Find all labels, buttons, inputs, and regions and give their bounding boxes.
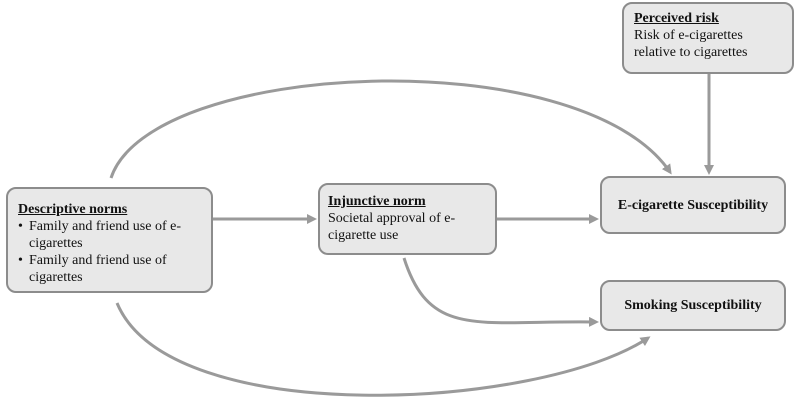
descriptive-item-2-line-1: Family and friend use of bbox=[29, 253, 167, 268]
ecigarette-susceptibility-label: E-cigarette Susceptibility bbox=[617, 197, 769, 213]
injunctive-norm-title: Injunctive norm bbox=[328, 194, 426, 209]
descriptive-item-2-line-2: cigarettes bbox=[29, 270, 83, 285]
list-item: • Family and friend use of cigarettes bbox=[18, 252, 203, 286]
perceived-risk-box: Perceived risk Risk of e-cigarettes rela… bbox=[622, 2, 794, 74]
edge-descriptive-to-ecig-arc bbox=[109, 79, 672, 179]
injunctive-norm-line-2: cigarette use bbox=[328, 228, 399, 243]
edge-injunctive-to-smoking bbox=[402, 257, 599, 327]
descriptive-norms-box: Descriptive norms • Family and friend us… bbox=[6, 187, 213, 293]
bullet-icon: • bbox=[18, 253, 23, 268]
injunctive-norm-line-1: Societal approval of e- bbox=[328, 211, 456, 226]
injunctive-norm-box: Injunctive norm Societal approval of e- … bbox=[318, 183, 497, 255]
ecigarette-susceptibility-box: E-cigarette Susceptibility bbox=[600, 176, 786, 234]
smoking-susceptibility-box: Smoking Susceptibility bbox=[600, 280, 786, 331]
descriptive-item-1-line-1: Family and friend use of e- bbox=[29, 219, 182, 234]
descriptive-norms-list: • Family and friend use of e- cigarettes… bbox=[18, 218, 203, 286]
descriptive-item-1-line-2: cigarettes bbox=[29, 236, 83, 251]
list-item: • Family and friend use of e- cigarettes bbox=[18, 218, 203, 252]
bullet-icon: • bbox=[18, 219, 23, 234]
smoking-susceptibility-label: Smoking Susceptibility bbox=[624, 298, 762, 313]
perceived-risk-title: Perceived risk bbox=[634, 11, 719, 26]
edge-descriptive-to-smoking-arc bbox=[115, 302, 651, 397]
descriptive-norms-title: Descriptive norms bbox=[18, 202, 128, 217]
perceived-risk-line-2: relative to cigarettes bbox=[634, 45, 748, 60]
perceived-risk-line-1: Risk of e-cigarettes bbox=[634, 28, 743, 43]
